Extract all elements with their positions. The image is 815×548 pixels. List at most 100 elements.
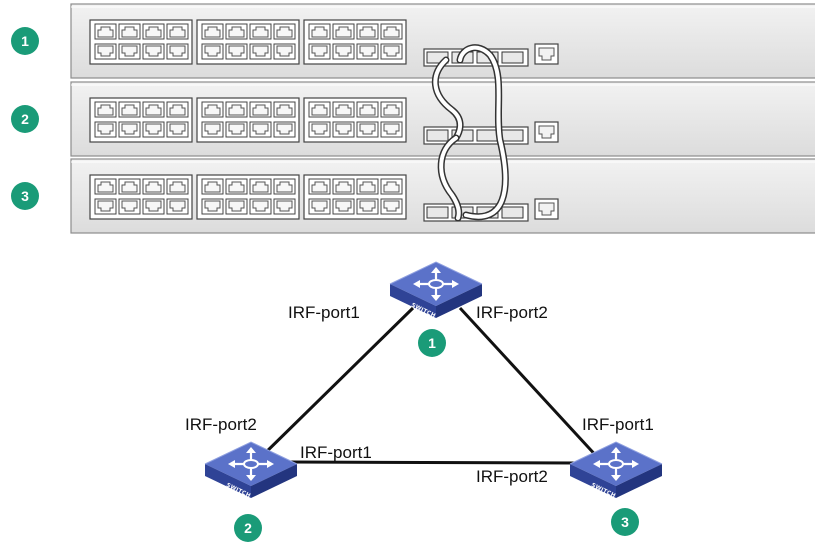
port-group bbox=[303, 97, 407, 143]
ethernet-port bbox=[273, 23, 296, 40]
ethernet-port bbox=[201, 43, 224, 60]
link-2-3 bbox=[289, 460, 576, 465]
ethernet-port bbox=[142, 178, 165, 195]
number-badge-circle bbox=[11, 27, 39, 55]
number-badge-text: 3 bbox=[21, 188, 29, 204]
ethernet-port bbox=[94, 121, 117, 138]
ethernet-port bbox=[249, 121, 272, 138]
number-badge-text: 1 bbox=[428, 335, 436, 351]
ethernet-port bbox=[249, 43, 272, 60]
ethernet-port bbox=[380, 121, 403, 138]
ethernet-port bbox=[332, 198, 355, 215]
ethernet-port bbox=[142, 101, 165, 118]
device-number-badge-3: 3 bbox=[611, 508, 639, 536]
ethernet-port bbox=[380, 101, 403, 118]
port-group bbox=[89, 174, 193, 220]
ethernet-port bbox=[166, 178, 189, 195]
ethernet-port bbox=[225, 198, 248, 215]
device-number-badge-2: 2 bbox=[234, 514, 262, 542]
number-badge-circle bbox=[611, 508, 639, 536]
ethernet-port bbox=[166, 121, 189, 138]
ethernet-port bbox=[118, 178, 141, 195]
ethernet-port bbox=[356, 101, 379, 118]
ethernet-port bbox=[225, 23, 248, 40]
sfp-port bbox=[476, 129, 499, 142]
ethernet-port bbox=[308, 43, 331, 60]
switch-icon: SWITCH bbox=[568, 440, 664, 499]
number-badge-text: 2 bbox=[21, 111, 29, 127]
sfp-ports bbox=[423, 126, 529, 145]
ethernet-port bbox=[166, 198, 189, 215]
ethernet-port bbox=[249, 23, 272, 40]
ethernet-port bbox=[308, 121, 331, 138]
ethernet-port bbox=[380, 198, 403, 215]
ethernet-port bbox=[201, 101, 224, 118]
ethernet-port bbox=[308, 101, 331, 118]
ethernet-port bbox=[118, 198, 141, 215]
ethernet-port bbox=[308, 23, 331, 40]
ethernet-port bbox=[94, 101, 117, 118]
ethernet-port bbox=[356, 121, 379, 138]
number-badge-text: 2 bbox=[244, 520, 252, 536]
port-labels: IRF-port1 IRF-port2 IRF-port2 IRF-port1 … bbox=[185, 303, 654, 486]
number-badge-text: 3 bbox=[621, 514, 629, 530]
ethernet-port bbox=[308, 178, 331, 195]
ethernet-port bbox=[356, 23, 379, 40]
ethernet-port bbox=[356, 178, 379, 195]
ethernet-port bbox=[142, 121, 165, 138]
port-group bbox=[196, 97, 300, 143]
sfp-port bbox=[501, 129, 524, 142]
ethernet-port bbox=[142, 43, 165, 60]
sfp-port bbox=[426, 129, 449, 142]
console-port bbox=[534, 43, 559, 65]
port-group bbox=[303, 19, 407, 65]
number-badge-circle bbox=[418, 329, 446, 357]
ethernet-port bbox=[273, 121, 296, 138]
port-group bbox=[196, 19, 300, 65]
link-3-to-port-label: IRF-port2 bbox=[476, 467, 548, 486]
ethernet-port bbox=[166, 43, 189, 60]
ethernet-port bbox=[249, 198, 272, 215]
ethernet-port bbox=[356, 198, 379, 215]
ethernet-port bbox=[201, 198, 224, 215]
ethernet-port bbox=[332, 43, 355, 60]
ethernet-port bbox=[94, 23, 117, 40]
ethernet-port bbox=[273, 101, 296, 118]
ethernet-port bbox=[332, 178, 355, 195]
ethernet-port bbox=[308, 198, 331, 215]
switch-icon: SWITCH bbox=[388, 260, 484, 319]
link-2-to-port-label: IRF-port1 bbox=[582, 415, 654, 434]
console-port bbox=[534, 198, 559, 220]
link-3-from-port-label: IRF-port1 bbox=[300, 443, 372, 462]
ethernet-port bbox=[94, 43, 117, 60]
ethernet-port bbox=[166, 101, 189, 118]
ethernet-port bbox=[273, 198, 296, 215]
chassis-unit-2 bbox=[70, 81, 815, 157]
chassis-unit-3 bbox=[70, 158, 815, 234]
ethernet-port bbox=[225, 43, 248, 60]
link-1-to-port-label: IRF-port2 bbox=[185, 415, 257, 434]
switch-node-1: SWITCH 1 bbox=[388, 260, 484, 357]
switch-icon: SWITCH bbox=[203, 440, 299, 499]
ethernet-port bbox=[166, 23, 189, 40]
chassis-number-badge-2: 2 bbox=[11, 105, 39, 133]
chassis-number-badge-3: 3 bbox=[11, 182, 39, 210]
ethernet-port bbox=[201, 178, 224, 195]
sfp-port bbox=[426, 206, 449, 219]
ethernet-port bbox=[356, 43, 379, 60]
ethernet-port bbox=[380, 178, 403, 195]
sfp-port bbox=[501, 51, 524, 64]
sfp-port bbox=[501, 206, 524, 219]
ethernet-port bbox=[332, 101, 355, 118]
console-port bbox=[534, 121, 559, 143]
link-1-3 bbox=[458, 306, 602, 462]
ethernet-port bbox=[380, 43, 403, 60]
ethernet-port bbox=[94, 178, 117, 195]
switch-node-3: SWITCH 3 bbox=[568, 440, 664, 536]
ethernet-port bbox=[332, 23, 355, 40]
link-2-from-port-label: IRF-port2 bbox=[476, 303, 548, 322]
port-group bbox=[89, 97, 193, 143]
topology-links bbox=[256, 306, 602, 465]
switch-node-2: SWITCH 2 bbox=[203, 440, 299, 542]
